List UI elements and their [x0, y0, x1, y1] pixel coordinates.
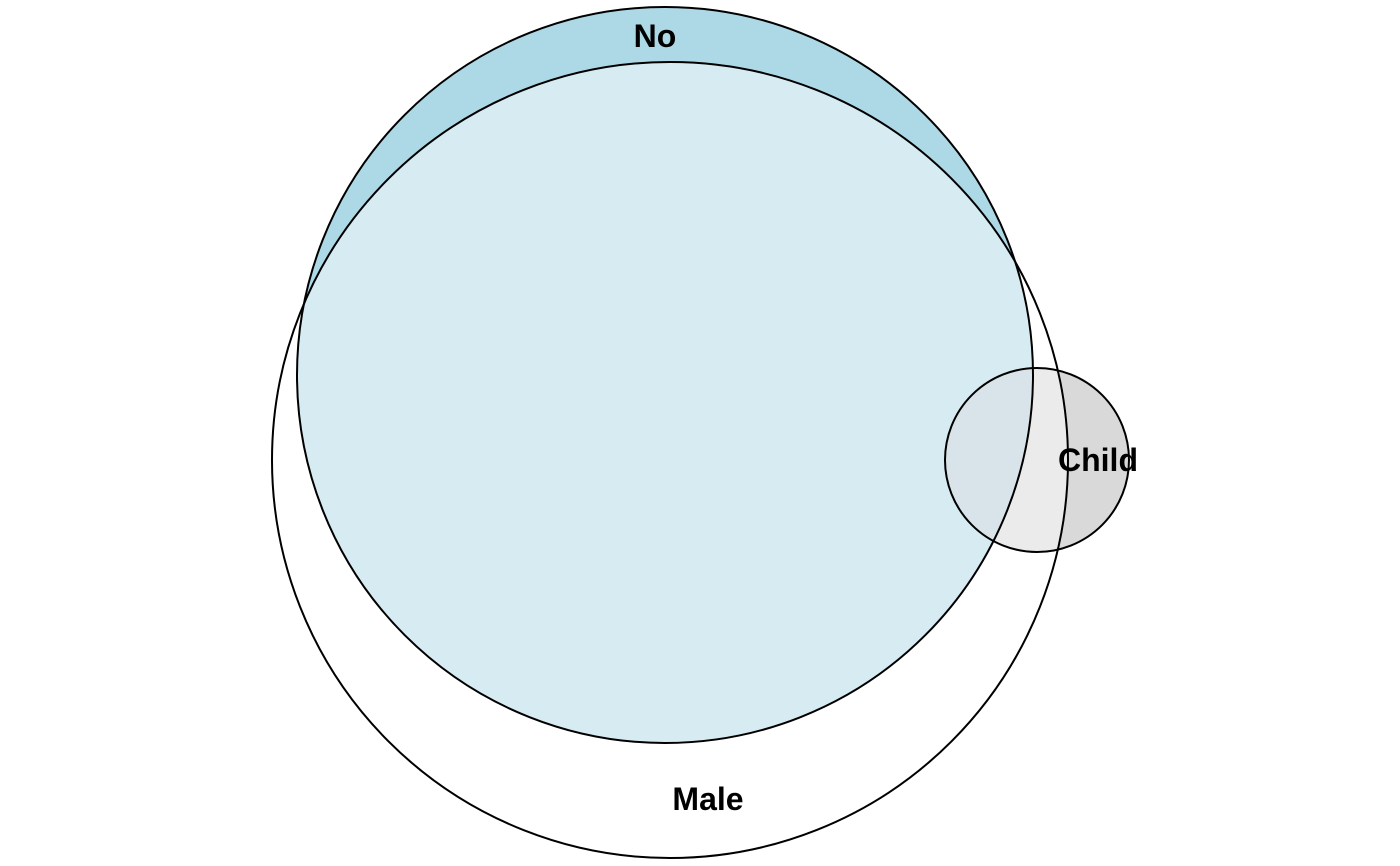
venn-fills	[272, 7, 1129, 858]
no-set-outline	[296, 6, 1034, 744]
no-set-label: No	[634, 18, 677, 54]
child-set-label: Child	[1058, 442, 1138, 478]
no-male-overlap-fill	[297, 62, 1033, 743]
child-set-outline	[944, 367, 1130, 553]
male-set-outline	[271, 61, 1069, 859]
male-set-label: Male	[672, 781, 743, 817]
venn-outlines	[271, 6, 1130, 859]
venn-labels: No Male Child	[634, 18, 1138, 817]
